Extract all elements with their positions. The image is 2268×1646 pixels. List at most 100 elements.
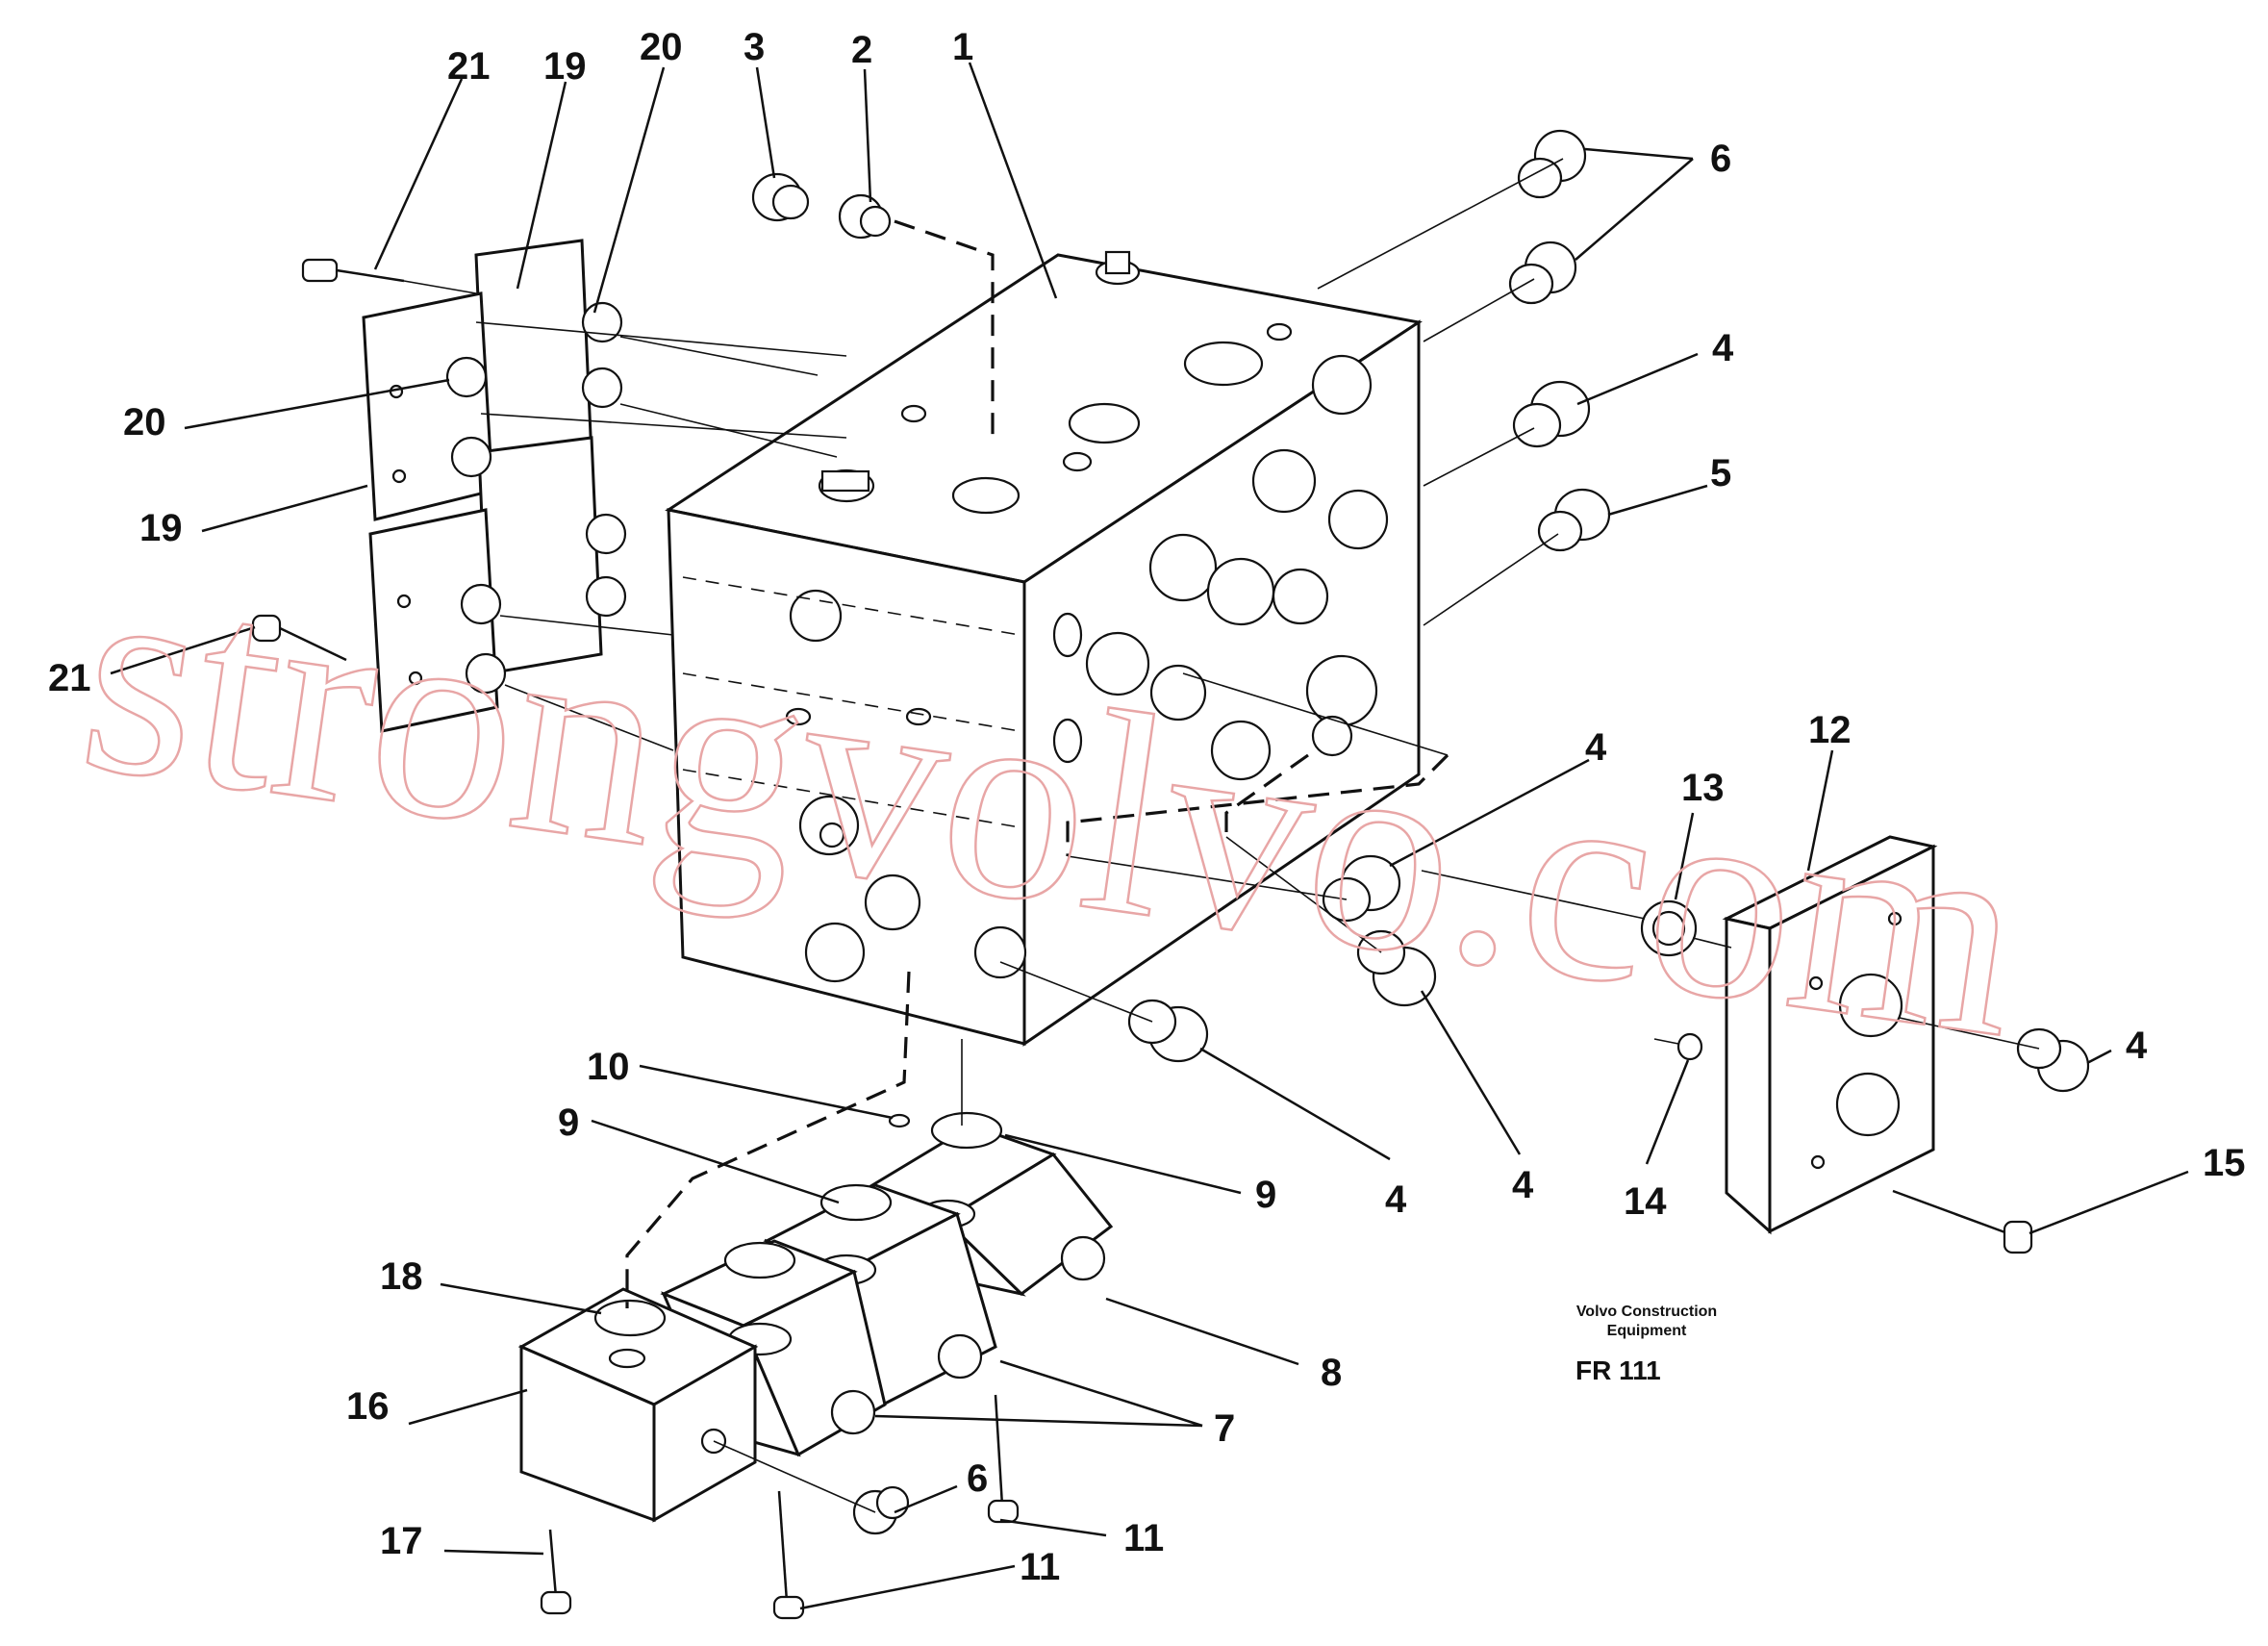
bolt-hole	[1887, 911, 1903, 926]
o-ring-9	[930, 1111, 1003, 1150]
snap-ring	[460, 583, 502, 625]
leader-16	[408, 1388, 528, 1426]
callout-4: 4	[1585, 726, 1607, 769]
plug-2-thread	[859, 205, 892, 238]
seal-13-inner	[1651, 910, 1686, 947]
snap-rings-20	[445, 301, 627, 695]
callout-21: 21	[48, 657, 91, 699]
side-port	[1206, 557, 1275, 626]
leader-6c	[894, 1484, 958, 1514]
figure-code: FR 111	[1575, 1355, 1661, 1385]
front-port	[804, 922, 866, 983]
side-port	[1052, 612, 1083, 658]
top-port	[951, 476, 1021, 515]
leader-13	[1674, 812, 1695, 900]
callout-21: 21	[447, 45, 491, 88]
end-plate-19-front-lower	[368, 508, 499, 733]
leader-4d	[1199, 1047, 1391, 1161]
side-port	[1148, 533, 1218, 602]
leader-20b	[184, 378, 450, 430]
leader-19a	[516, 81, 567, 290]
callout-6: 6	[967, 1457, 988, 1500]
leader-1	[968, 62, 1058, 299]
o-ring	[723, 1241, 796, 1279]
seal-14	[1676, 1032, 1703, 1061]
bolt-11-shank	[994, 1394, 1004, 1507]
leader-9a	[1004, 1133, 1242, 1195]
credit-line-1: Volvo Construction	[1576, 1304, 1717, 1320]
alignment-lines	[403, 158, 2040, 1513]
callout-4: 4	[2126, 1025, 2148, 1067]
snap-ring	[581, 301, 623, 343]
top-plug	[1104, 250, 1131, 275]
leader-9b	[591, 1119, 840, 1204]
guide-line	[1182, 672, 1449, 756]
top-port	[1183, 341, 1264, 387]
snap-ring	[585, 513, 627, 555]
cover-port	[1835, 1072, 1901, 1137]
end-plate-19-front-upper	[362, 291, 494, 521]
bolts-21	[251, 258, 405, 662]
side-port	[1311, 354, 1373, 416]
o-ring-9	[819, 1183, 893, 1222]
front-port-bore	[819, 822, 845, 848]
callout-7: 7	[1214, 1407, 1235, 1450]
callout-14: 14	[1624, 1180, 1667, 1223]
callout-10: 10	[587, 1046, 630, 1088]
callout-11: 11	[1020, 1546, 1060, 1588]
side-port	[1149, 664, 1207, 722]
leader-15	[2029, 1170, 2189, 1235]
snap-ring	[450, 436, 492, 478]
dashed-line	[894, 219, 995, 438]
plugs-top	[751, 172, 892, 240]
side-port	[1210, 720, 1272, 781]
block-8-plug	[1060, 1235, 1106, 1281]
plug-6-base	[1508, 263, 1554, 305]
callout-19: 19	[139, 507, 183, 549]
guide-line	[1653, 1038, 1679, 1045]
guide-line	[619, 336, 838, 458]
leader-6b	[1575, 158, 1694, 261]
callout-5: 5	[1710, 452, 1731, 494]
callout-11: 11	[1123, 1517, 1164, 1559]
bolt-11-head	[987, 1499, 1020, 1524]
leader-18	[440, 1282, 602, 1315]
callout-13: 13	[1681, 767, 1725, 809]
snap-ring	[585, 575, 627, 618]
leader-3	[755, 66, 776, 179]
callouts: 1 2 3 4 4 4 4 4 5 6 6 7 8 9 9 10 11 11 1…	[48, 26, 2246, 1588]
dashed-line	[1066, 753, 1449, 856]
bolt-15-head	[2003, 1220, 2033, 1254]
guide-line	[403, 280, 477, 294]
bolt-hole	[408, 671, 423, 686]
block-7b-plug	[830, 1389, 876, 1435]
leader-7a	[999, 1359, 1203, 1428]
snap-ring	[465, 652, 507, 695]
guide-line	[499, 615, 674, 751]
dashed-line	[625, 971, 911, 1308]
callout-1: 1	[952, 26, 973, 68]
bolt-hole	[785, 707, 812, 726]
side-port	[1327, 489, 1389, 550]
side-port	[1052, 718, 1083, 764]
cover-plate-12	[1722, 835, 1938, 1235]
plug-3-thread	[771, 184, 810, 220]
cover-port	[1838, 973, 1903, 1038]
dashed-line	[1224, 753, 1309, 837]
bolt-hole	[1808, 975, 1824, 991]
plug-5-base	[1537, 510, 1583, 552]
guide-line	[1899, 1017, 2040, 1050]
front-port	[864, 874, 921, 931]
credit-line-2: Equipment	[1607, 1323, 1687, 1339]
internal-passages	[682, 576, 1021, 828]
o-rings	[593, 1111, 1003, 1337]
cover-plate-side	[1768, 844, 1935, 1234]
leader-20a	[592, 66, 666, 314]
leader-14	[1645, 1059, 1690, 1165]
callout-16: 16	[346, 1385, 390, 1428]
guide-line	[999, 961, 1153, 1023]
block-8-side	[943, 1152, 1114, 1296]
end-plates-left	[362, 239, 603, 733]
